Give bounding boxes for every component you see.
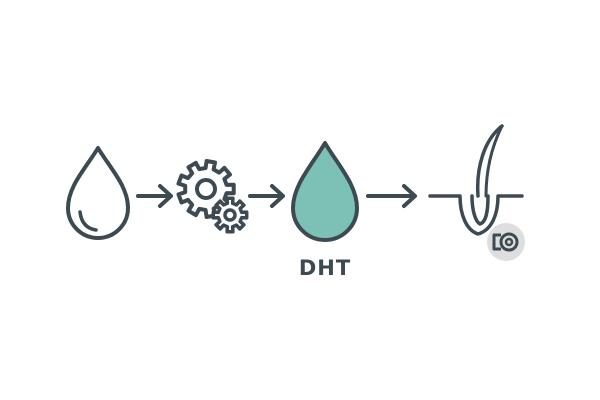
filled-drop-icon <box>291 141 359 242</box>
hair-follicle-icon <box>428 124 524 236</box>
dht-label: DHT <box>298 256 352 280</box>
water-drop-icon <box>66 146 130 240</box>
receptor-badge-icon <box>487 223 525 261</box>
arrow-right-icon <box>366 184 417 208</box>
arrow-right-icon <box>136 184 173 208</box>
gear-small-body <box>211 196 249 234</box>
gears-icon <box>176 159 249 234</box>
gear-large-hole <box>195 178 217 200</box>
arrow-right-icon <box>248 184 285 208</box>
small-gear-icon <box>211 196 249 234</box>
gear-small-hole <box>223 208 237 222</box>
